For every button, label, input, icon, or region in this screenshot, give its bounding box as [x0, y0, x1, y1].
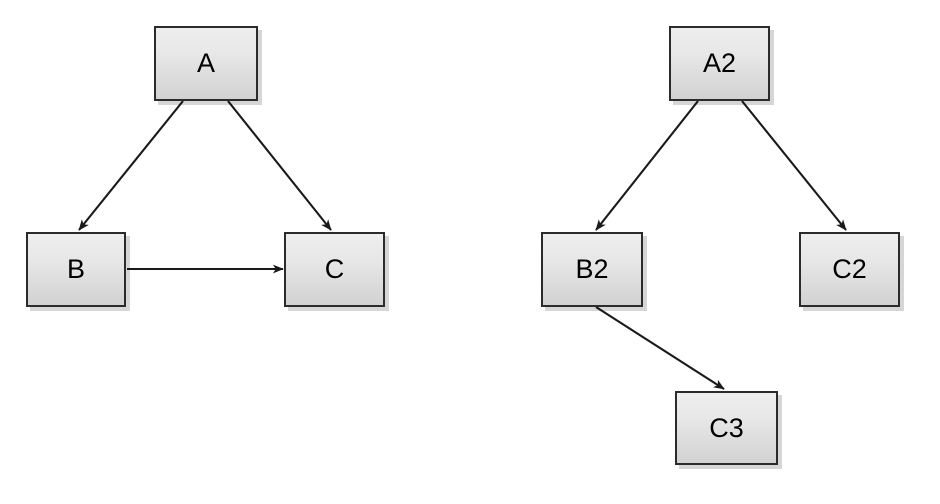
edge-a2-to-b2 [595, 100, 699, 231]
edge-a-to-c [227, 100, 332, 231]
node-label-a: A [196, 48, 215, 78]
node-c3[interactable]: C3 [675, 391, 778, 465]
node-a[interactable]: A [154, 26, 258, 101]
node-a2[interactable]: A2 [669, 26, 770, 101]
node-c[interactable]: C [284, 232, 385, 307]
edge-a-to-b [78, 100, 184, 231]
node-b[interactable]: B [26, 232, 126, 307]
node-label-b: B [66, 254, 85, 284]
node-label-c2: C2 [832, 254, 867, 284]
edge-a2-to-c2 [741, 100, 847, 231]
node-label-a2: A2 [702, 48, 737, 78]
node-label-c3: C3 [709, 412, 744, 443]
node-label-b2: B2 [575, 254, 609, 284]
edge-b2-to-c3 [595, 306, 725, 390]
node-b2[interactable]: B2 [541, 232, 643, 307]
node-c2[interactable]: C2 [799, 232, 900, 307]
node-label-c: C [324, 254, 345, 284]
